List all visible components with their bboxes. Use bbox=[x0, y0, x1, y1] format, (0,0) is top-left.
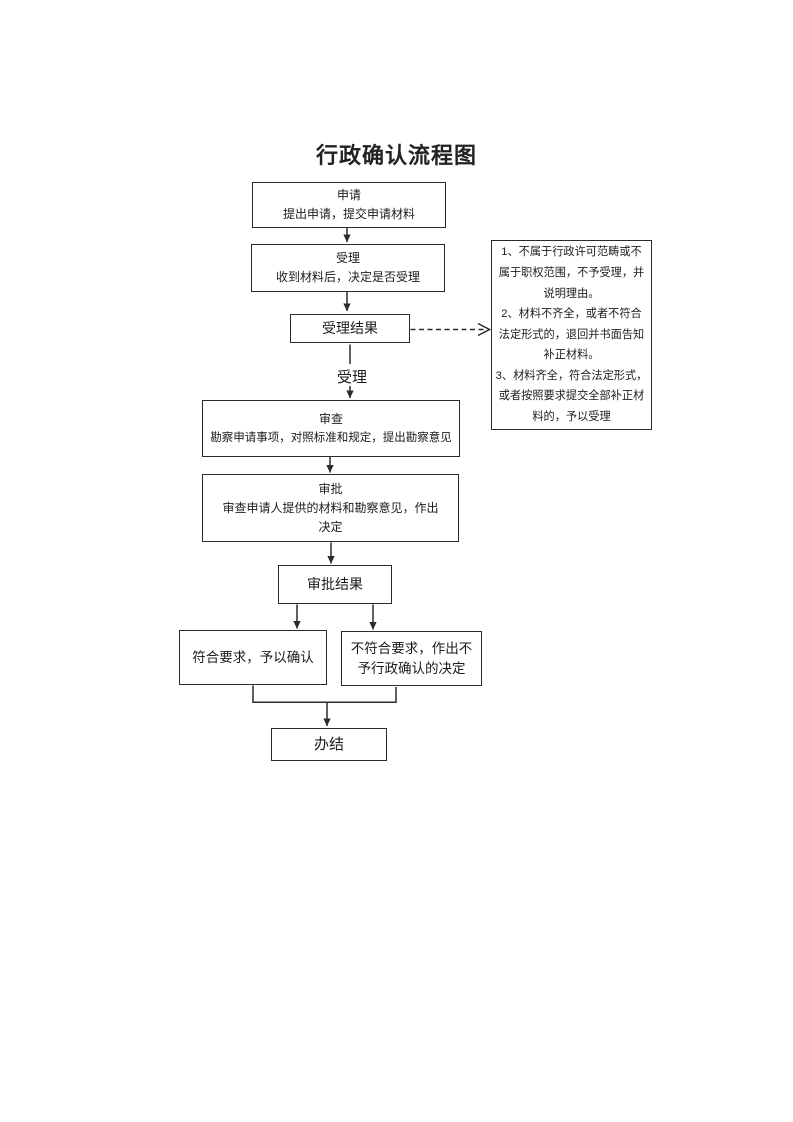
node-desc-line2: 决定 bbox=[318, 519, 343, 534]
note-line: 或者按照要求提交全部补正材 bbox=[498, 390, 645, 403]
node-title: 申请 bbox=[336, 188, 361, 202]
node-title: 审批结果 bbox=[307, 576, 363, 592]
flow-node-accept-result: 受理结果 bbox=[290, 314, 410, 343]
node-label: 符合要求，予以确认 bbox=[192, 650, 314, 665]
flow-node-reject: 不符合要求，作出不 予行政确认的决定 bbox=[341, 631, 482, 686]
flow-node-review: 审查 勘察申请事项，对照标准和规定，提出勘察意见 bbox=[202, 400, 460, 457]
node-title: 受理 bbox=[335, 251, 360, 265]
node-desc: 收到材料后，决定是否受理 bbox=[275, 270, 420, 284]
node-title: 审查 bbox=[318, 411, 343, 426]
node-label-line2: 予行政确认的决定 bbox=[357, 660, 466, 676]
node-label-line1: 不符合要求，作出不 bbox=[350, 640, 473, 656]
note-line: 1、不属于行政许可范畴或不 bbox=[501, 246, 642, 259]
flow-node-approve-result: 审批结果 bbox=[278, 565, 392, 604]
note-line: 2、材料不齐全，或者不符合 bbox=[501, 308, 642, 321]
node-desc: 勘察申请事项，对照标准和规定，提出勘察意见 bbox=[210, 431, 452, 444]
flow-node-apply: 申请 提出申请，提交申请材料 bbox=[252, 182, 446, 228]
node-title: 受理结果 bbox=[322, 320, 378, 336]
merge-connector bbox=[252, 685, 397, 703]
flow-node-accept: 受理 收到材料后，决定是否受理 bbox=[251, 244, 445, 292]
flow-node-complete: 办结 bbox=[271, 728, 387, 761]
node-desc-line1: 审查申请人提供的材料和勘察意见，作出 bbox=[222, 500, 439, 515]
flow-node-approve: 审批 审查申请人提供的材料和勘察意见，作出 决定 bbox=[202, 474, 459, 542]
branch-label-accepted: 受理 bbox=[336, 369, 367, 386]
note-line: 法定形式的，退回并书面告知 bbox=[498, 328, 645, 341]
flow-node-confirm: 符合要求，予以确认 bbox=[179, 630, 327, 685]
page-title: 行政确认流程图 bbox=[315, 143, 477, 168]
open-arrowhead bbox=[477, 322, 492, 337]
node-title: 审批 bbox=[318, 481, 343, 496]
note-line: 属于职权范围，不予受理，并 bbox=[498, 266, 645, 279]
node-label: 办结 bbox=[313, 736, 344, 753]
note-line: 料的，予以受理 bbox=[532, 411, 611, 424]
note-line: 说明理由。 bbox=[543, 287, 600, 300]
note-line: 补正材料。 bbox=[543, 349, 600, 362]
note-line: 3、材料齐全，符合法定形式， bbox=[495, 369, 648, 382]
acceptance-rules-note: 1、不属于行政许可范畴或不 属于职权范围，不予受理，并 说明理由。 2、材料不齐… bbox=[491, 240, 652, 430]
node-desc: 提出申请，提交申请材料 bbox=[282, 207, 415, 221]
